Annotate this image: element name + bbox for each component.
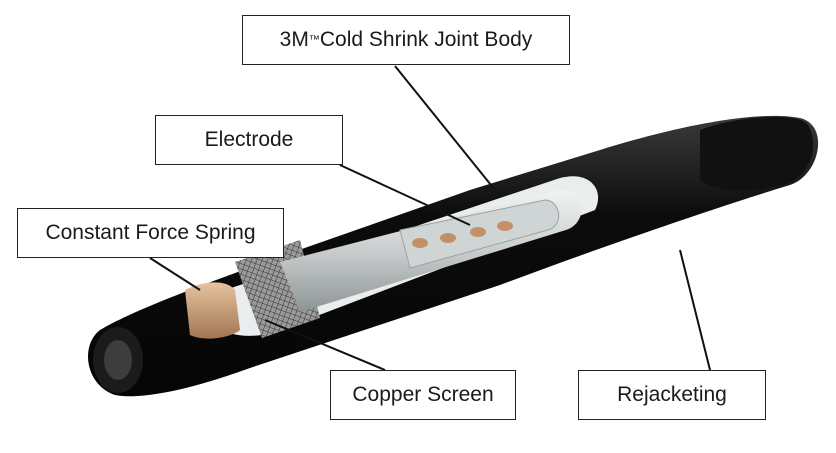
label-copper-text: Copper Screen (352, 383, 494, 406)
label-constant-force-spring: Constant Force Spring (17, 208, 284, 258)
label-electrode-text: Electrode (204, 128, 294, 151)
label-joint-body-brand: 3M (279, 28, 309, 51)
label-spring-text: Constant Force Spring (45, 221, 256, 244)
label-electrode: Electrode (155, 115, 343, 165)
label-joint-body-text: Cold Shrink Joint Body (319, 28, 533, 51)
label-rejacketing: Rejacketing (578, 370, 766, 420)
label-rejacketing-text: Rejacketing (617, 383, 727, 406)
label-copper-screen: Copper Screen (330, 370, 516, 420)
leader-lines (149, 65, 711, 371)
constant-force-spring (185, 282, 240, 339)
cutaway-section (185, 176, 599, 339)
